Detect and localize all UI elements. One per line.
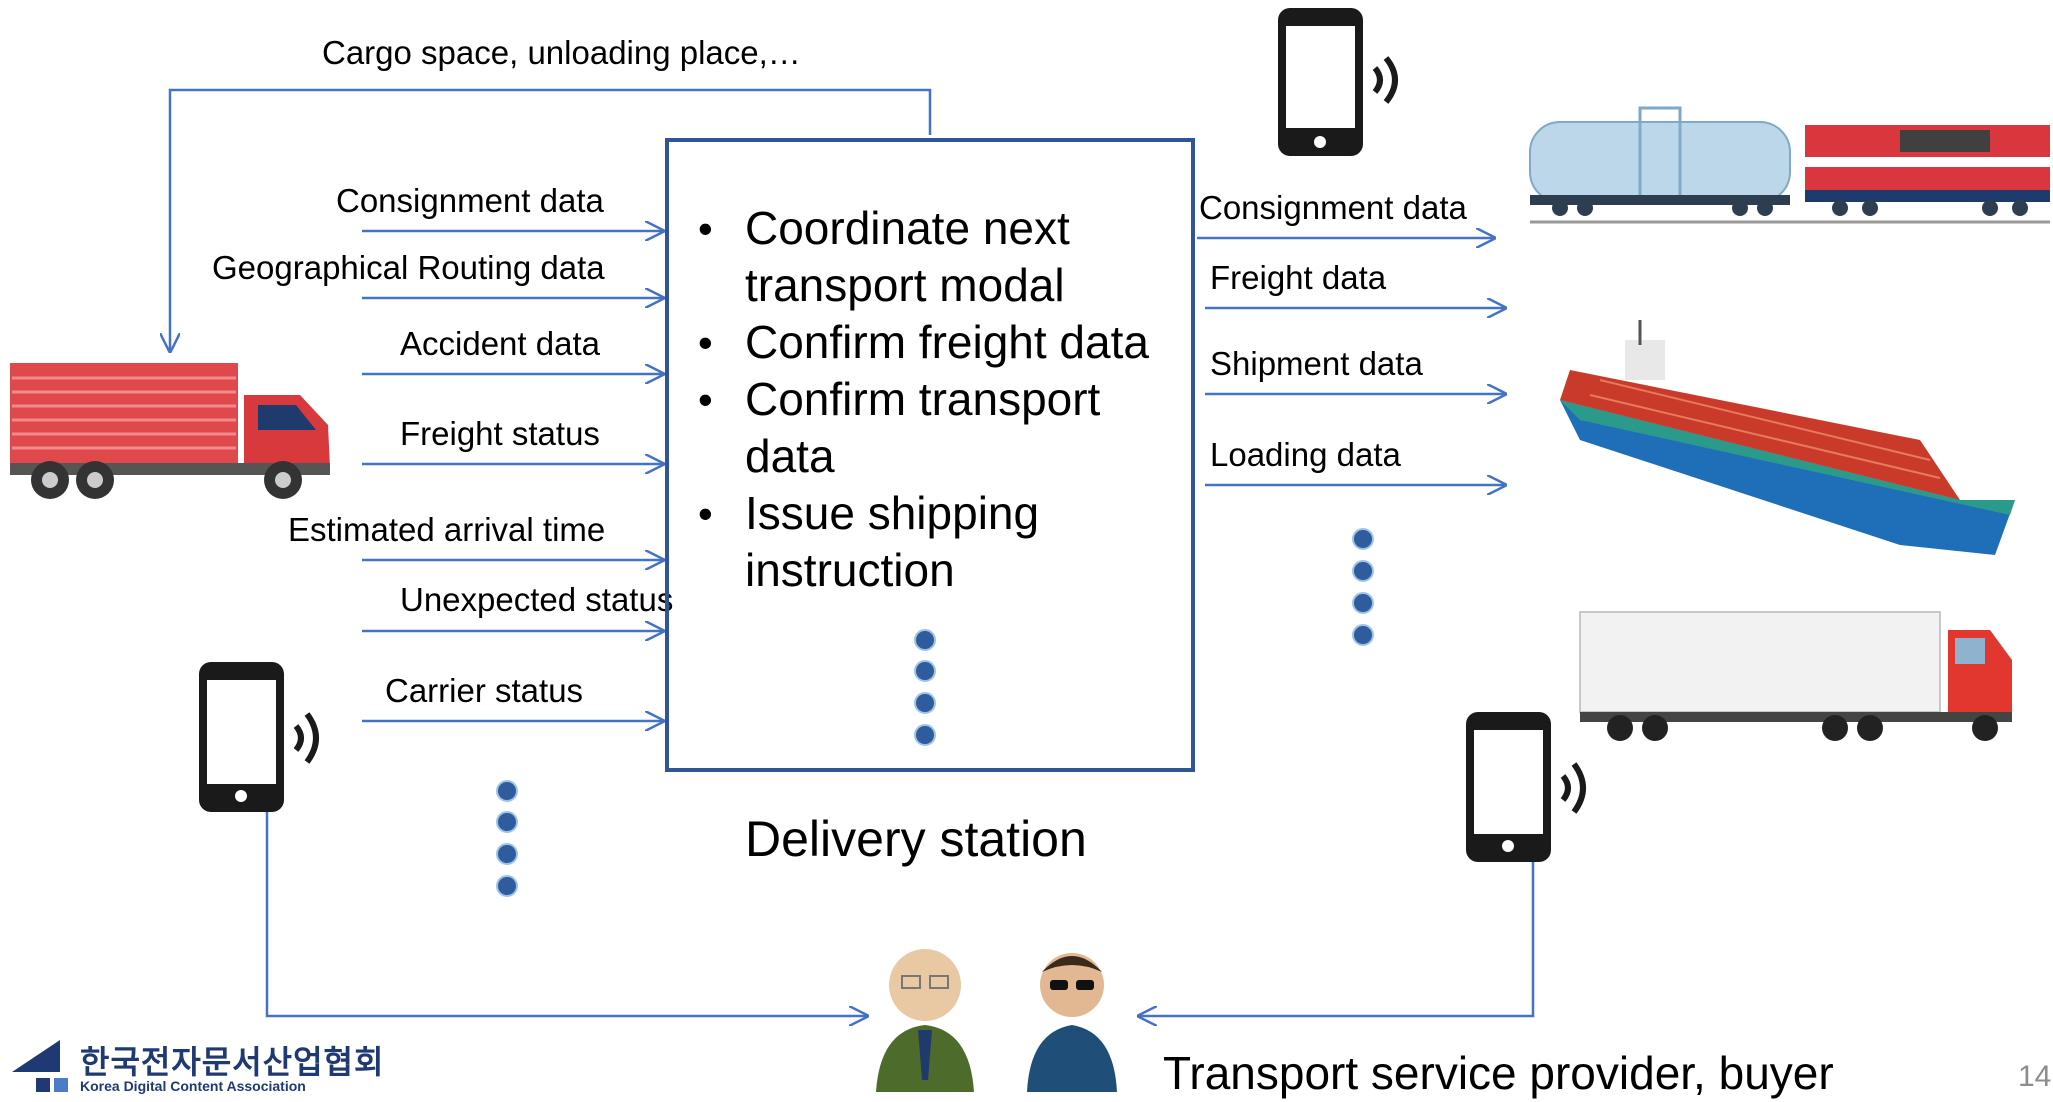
input-arrows bbox=[362, 231, 664, 721]
train-icon bbox=[1529, 106, 2050, 224]
input-label-freight-status: Freight status bbox=[400, 415, 600, 452]
logo-english-text: Korea Digital Content Association bbox=[80, 1078, 306, 1094]
task-item: Coordinate next transport modal bbox=[698, 200, 1198, 314]
input-label-routing: Geographical Routing data bbox=[212, 249, 605, 286]
bottom-stakeholder-label: Transport service provider, buyer bbox=[1163, 1047, 1834, 1099]
input-label-carrier: Carrier status bbox=[385, 672, 584, 709]
input-label-eta: Estimated arrival time bbox=[288, 511, 606, 548]
phone-to-people-connector bbox=[265, 812, 868, 1016]
smartphone-icon bbox=[199, 662, 319, 812]
output-label-shipment: Shipment data bbox=[1210, 345, 1423, 382]
station-name: Delivery station bbox=[745, 811, 1087, 867]
output-label-loading: Loading data bbox=[1210, 436, 1401, 473]
container-ship-icon bbox=[1560, 320, 2015, 555]
output-label-freight: Freight data bbox=[1210, 259, 1387, 296]
logo-icon bbox=[12, 1040, 68, 1092]
task-item: Issue shipping instruction bbox=[698, 485, 1198, 599]
feedback-connector bbox=[170, 88, 932, 352]
output-arrows bbox=[1197, 238, 1506, 485]
smartphone-icon bbox=[1466, 712, 1586, 862]
person-icon bbox=[876, 949, 974, 1092]
semi-trailer-truck-icon bbox=[1579, 611, 2012, 741]
output-label-consignment: Consignment data bbox=[1199, 189, 1467, 226]
task-item: Confirm freight data bbox=[698, 314, 1198, 371]
ellipsis-dots-outputs bbox=[1352, 528, 1374, 646]
ellipsis-dots-station bbox=[914, 629, 936, 746]
logo-korean-text: 한국전자문서산업협회 bbox=[80, 1044, 385, 1080]
station-task-list: Coordinate next transport modal Confirm … bbox=[698, 200, 1198, 599]
provider-to-people-connector bbox=[1138, 862, 1535, 1016]
input-label-unexpected: Unexpected status bbox=[400, 581, 674, 618]
input-label-consignment: Consignment data bbox=[336, 182, 604, 219]
smartphone-icon bbox=[1278, 8, 1398, 156]
red-truck-icon bbox=[10, 363, 330, 499]
person-icon bbox=[1027, 953, 1117, 1092]
page-number: 14 bbox=[2018, 1060, 2052, 1093]
task-item: Confirm transport data bbox=[698, 371, 1198, 485]
input-label-accident: Accident data bbox=[400, 325, 600, 362]
feedback-label: Cargo space, unloading place,… bbox=[322, 34, 801, 71]
ellipsis-dots-inputs bbox=[496, 780, 518, 897]
